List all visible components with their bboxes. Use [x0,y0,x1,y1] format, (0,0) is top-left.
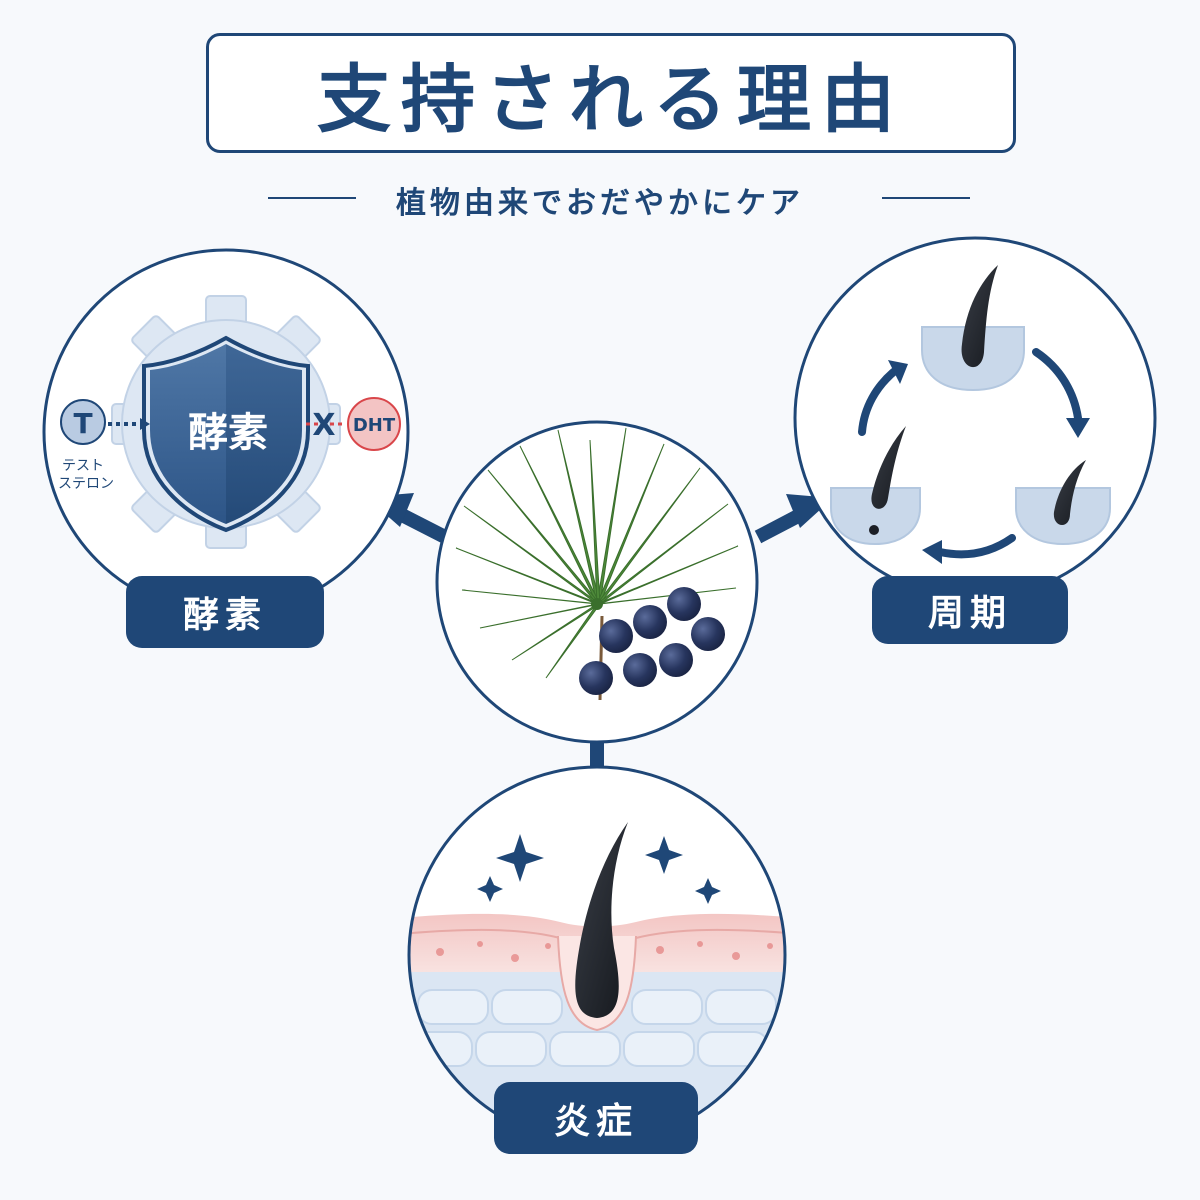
subtitle: 植物由来でおだやかにケア [396,186,804,221]
inflammation-label: 炎症 [494,1082,698,1154]
page-title: 支持される理由 [317,56,905,143]
shield-icon: 酵素 [142,335,310,533]
subtitle-rule-left [268,197,356,199]
title-box: 支持される理由 [206,33,1016,153]
testosterone-caption-2: ステロン [58,476,114,492]
input-dotted-arrow [108,418,150,430]
testosterone-input: T テスト ステロン [58,399,114,492]
enzyme-label: 酵素 [126,576,324,648]
dht-output: DHT [347,397,401,451]
block-x-icon: X [312,408,335,443]
dht-label: DHT [353,415,396,436]
sparkle-icons [477,834,721,904]
cycle-node [793,236,1157,600]
hair-growth-cycle-icon [830,265,1111,564]
testosterone-symbol: T [73,407,92,440]
subtitle-row: 植物由来でおだやかにケア [0,172,1200,222]
saw-palmetto-icon [455,427,739,701]
enzyme-node: 酵素 T テスト ステロン X DHT [42,248,410,616]
center-node [435,420,759,744]
subtitle-rule-right [882,197,970,199]
cycle-label: 周期 [872,576,1068,644]
shield-label: 酵素 [188,410,268,456]
testosterone-caption-1: テスト [62,458,104,474]
